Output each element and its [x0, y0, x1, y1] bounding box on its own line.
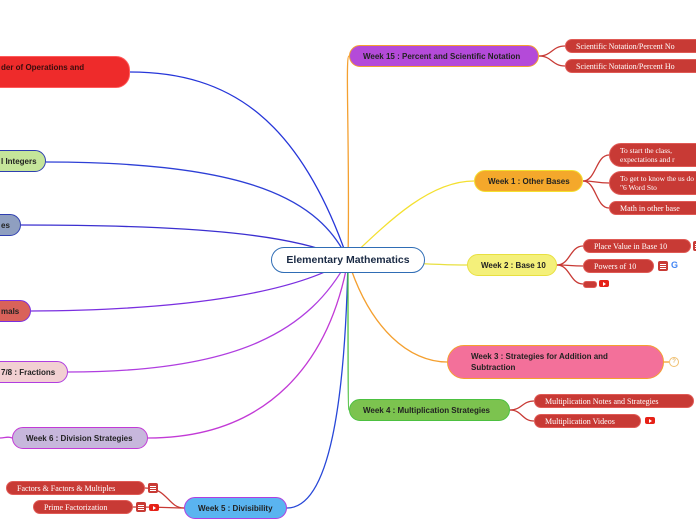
link-w2-sub3	[556, 264, 584, 285]
youtube-icon[interactable]	[149, 504, 159, 511]
help-icon[interactable]: ?	[669, 357, 679, 367]
link-fractions	[67, 259, 349, 373]
google-icon[interactable]: G	[671, 260, 679, 270]
topic-week-5-divisibility[interactable]: Week 5 : Divisibility	[184, 497, 287, 519]
notes-icon[interactable]	[148, 483, 158, 493]
subtopic-empty-link[interactable]	[583, 281, 597, 288]
subtopic-factors-multiples[interactable]: Factors & Factors & Multiples	[6, 481, 145, 495]
subtopic-place-value[interactable]: Place Value in Base 10	[583, 239, 691, 253]
subtopic-scientific-notation-homework[interactable]: Scientific Notation/Percent Ho	[565, 59, 696, 73]
link-division	[147, 259, 349, 439]
link-week3	[347, 259, 448, 363]
link-week1	[347, 180, 475, 261]
link-week4	[347, 259, 350, 411]
subtopic-get-to-know[interactable]: To get to know the us do "6 Word Sto	[609, 171, 696, 195]
topic-es[interactable]: es	[0, 214, 21, 236]
topic-week-2-base-10[interactable]: Week 2 : Base 10	[467, 254, 557, 276]
topic-week-1-other-bases[interactable]: Week 1 : Other Bases	[474, 170, 583, 192]
link-w15-sub1	[538, 45, 566, 57]
link-w1-sub3	[582, 180, 610, 209]
topic-integers[interactable]: l Integers	[0, 150, 46, 172]
link-w4-sub2	[509, 409, 535, 422]
link-integers	[45, 161, 349, 261]
link-w2-sub1	[556, 245, 584, 266]
topic-week-3-addition-subtraction[interactable]: Week 3 : Strategies for Addition and Sub…	[447, 345, 664, 379]
subtopic-multiplication-notes[interactable]: Multiplication Notes and Strategies	[534, 394, 694, 408]
subtopic-prime-factorization[interactable]: Prime Factorization	[33, 500, 133, 514]
topic-fractions[interactable]: 7/8 : Fractions	[0, 361, 68, 383]
subtopic-math-other-bases[interactable]: Math in other base	[609, 201, 696, 215]
topic-decimals[interactable]: mals	[0, 300, 31, 322]
youtube-icon[interactable]	[599, 280, 609, 287]
topic-week-4-multiplication[interactable]: Week 4 : Multiplication Strategies	[349, 399, 510, 421]
subtopic-multiplication-videos[interactable]: Multiplication Videos	[534, 414, 641, 428]
subtopic-start-class[interactable]: To start the class, expectations and r	[609, 143, 696, 167]
subtopic-powers-of-10[interactable]: Powers of 10	[583, 259, 654, 273]
notes-icon[interactable]	[658, 261, 668, 271]
link-order-ops	[129, 71, 349, 261]
link-w15-sub2	[538, 55, 566, 67]
link-week15	[346, 55, 350, 261]
link-w1-sub1	[582, 154, 610, 182]
link-division-left	[0, 436, 13, 439]
notes-icon[interactable]	[136, 502, 146, 512]
topic-week-15-percent[interactable]: Week 15 : Percent and Scientific Notatio…	[349, 45, 539, 67]
subtopic-scientific-notation-notes[interactable]: Scientific Notation/Percent No	[565, 39, 696, 53]
topic-order-of-operations[interactable]: der of Operations and	[0, 56, 130, 88]
link-w4-sub1	[509, 400, 535, 411]
link-divisibility	[286, 259, 349, 509]
central-topic[interactable]: Elementary Mathematics	[271, 247, 425, 273]
youtube-icon[interactable]	[645, 417, 655, 424]
topic-week-6-division[interactable]: Week 6 : Division Strategies	[12, 427, 148, 449]
